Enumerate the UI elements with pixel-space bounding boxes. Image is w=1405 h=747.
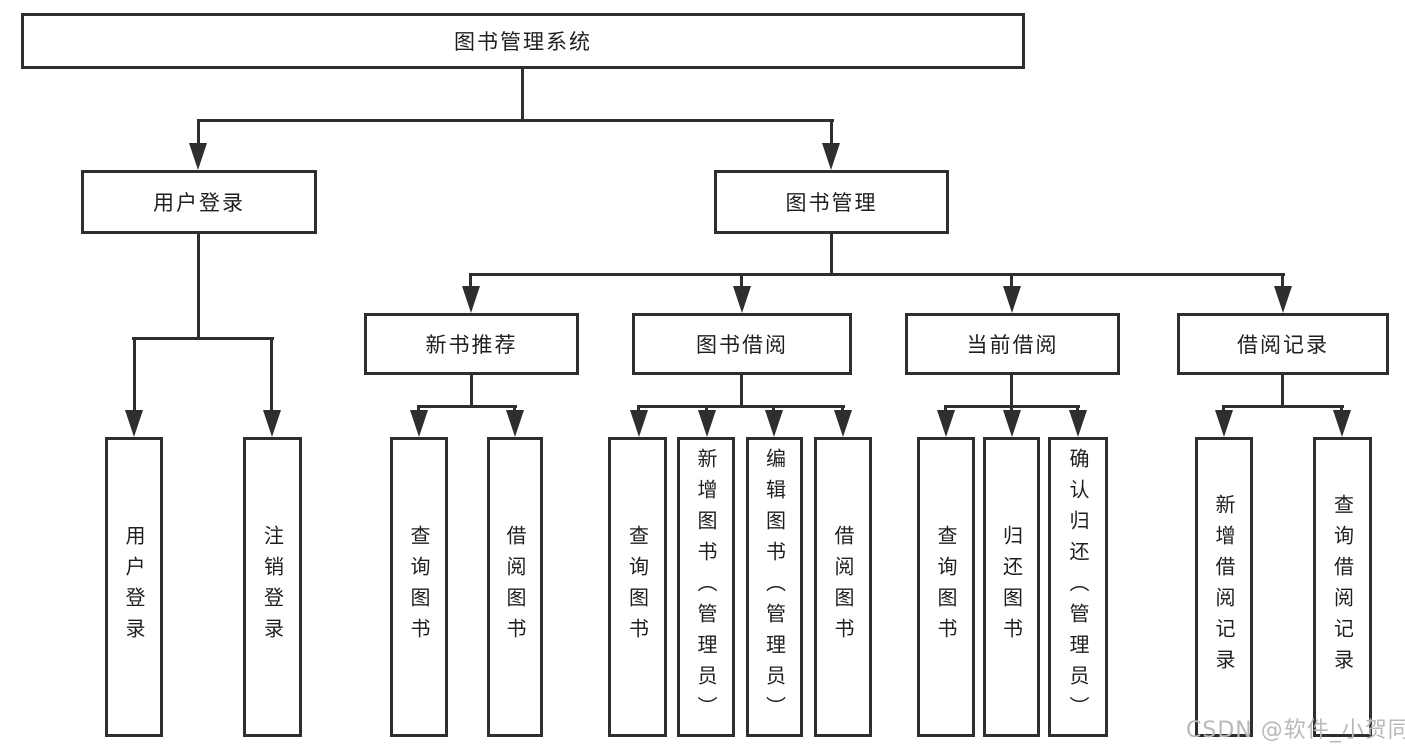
arrow-down-icon bbox=[125, 410, 143, 437]
node-query-books-1: 查询图书 bbox=[390, 437, 448, 737]
arrow-down-icon bbox=[1333, 410, 1351, 437]
node-current-borrow-label: 当前借阅 bbox=[966, 333, 1059, 357]
arrow-down-icon bbox=[410, 410, 428, 437]
connector-leaf-drop bbox=[1222, 405, 1225, 412]
arrow-down-icon bbox=[834, 410, 852, 437]
connector-leaf-drop bbox=[1010, 405, 1013, 412]
connector-book-borrow-drop bbox=[740, 273, 743, 289]
connector-leaf-drop bbox=[513, 405, 516, 412]
connector-book-mgmt-drop bbox=[830, 119, 833, 146]
node-add-borrow-record-label: 新增借阅记录 bbox=[1212, 494, 1236, 680]
arrow-down-icon bbox=[1274, 286, 1292, 313]
connector-leaf-drop bbox=[944, 405, 947, 412]
node-query-books-3: 查询图书 bbox=[917, 437, 975, 737]
node-library-system-label: 图书管理系统 bbox=[454, 30, 592, 54]
connector-new-book-drop bbox=[469, 273, 472, 289]
node-user-login-leaf: 用户登录 bbox=[105, 437, 163, 737]
node-add-borrow-record: 新增借阅记录 bbox=[1195, 437, 1253, 737]
connector-borrow-records-drop bbox=[1281, 273, 1284, 289]
connector-leaf-drop bbox=[841, 405, 844, 412]
node-edit-books-admin: 编辑图书（管理员） bbox=[746, 437, 803, 737]
connector-leaf-drop bbox=[772, 405, 775, 412]
connector-user-login-rail bbox=[132, 337, 274, 340]
arrow-down-icon bbox=[733, 286, 751, 313]
connector-borrow-records-rail bbox=[1222, 405, 1344, 408]
node-confirm-return-admin: 确认归还（管理员） bbox=[1048, 437, 1108, 737]
connector-root-stem bbox=[521, 69, 524, 119]
node-book-borrow: 图书借阅 bbox=[632, 313, 852, 375]
connector-leaf-drop bbox=[705, 405, 708, 412]
connector-leaf-drop bbox=[637, 405, 640, 412]
connector-level3-rail bbox=[470, 273, 1285, 276]
connector-current-borrow-drop bbox=[1010, 273, 1013, 289]
connector-leaf-drop bbox=[1340, 405, 1343, 412]
node-book-management: 图书管理 bbox=[714, 170, 949, 234]
arrow-down-icon bbox=[1003, 410, 1021, 437]
watermark-text: CSDN @软件_小贺同学 bbox=[1186, 718, 1405, 743]
node-logout-login: 注销登录 bbox=[243, 437, 302, 737]
arrow-down-icon bbox=[822, 143, 840, 170]
arrow-down-icon bbox=[1003, 286, 1021, 313]
arrow-down-icon bbox=[462, 286, 480, 313]
node-user-login-leaf-label: 用户登录 bbox=[122, 525, 146, 649]
node-edit-books-admin-label: 编辑图书（管理员） bbox=[762, 447, 787, 727]
node-query-borrow-record: 查询借阅记录 bbox=[1313, 437, 1372, 737]
node-new-book-recommend: 新书推荐 bbox=[364, 313, 579, 375]
node-current-borrow: 当前借阅 bbox=[905, 313, 1120, 375]
node-user-login-label: 用户登录 bbox=[153, 191, 245, 215]
connector-new-book-rail bbox=[417, 405, 517, 408]
node-borrow-books-2: 借阅图书 bbox=[814, 437, 872, 737]
connector-leaf-drop bbox=[417, 405, 420, 412]
arrow-down-icon bbox=[263, 410, 281, 437]
connector-book-mgmt-stem bbox=[830, 234, 833, 273]
connector-new-book-stem bbox=[470, 375, 473, 405]
node-query-books-2-label: 查询图书 bbox=[625, 525, 650, 649]
arrow-down-icon bbox=[506, 410, 524, 437]
connector-book-borrow-stem bbox=[740, 375, 743, 405]
connector-borrow-records-stem bbox=[1281, 375, 1284, 405]
node-borrow-records-label: 借阅记录 bbox=[1237, 333, 1329, 357]
connector-current-borrow-stem bbox=[1010, 375, 1013, 405]
node-logout-login-label: 注销登录 bbox=[260, 525, 285, 649]
arrow-down-icon bbox=[698, 410, 716, 437]
arrow-down-icon bbox=[765, 410, 783, 437]
connector-user-login-stem bbox=[197, 234, 200, 337]
arrow-down-icon bbox=[630, 410, 648, 437]
connector-book-borrow-rail bbox=[637, 405, 845, 408]
node-return-books: 归还图书 bbox=[983, 437, 1040, 737]
node-borrow-books-1-label: 借阅图书 bbox=[503, 525, 527, 649]
node-user-login: 用户登录 bbox=[81, 170, 317, 234]
node-new-book-recommend-label: 新书推荐 bbox=[425, 333, 518, 357]
arrow-down-icon bbox=[937, 410, 955, 437]
connector-user-login-leaf-drop bbox=[133, 337, 136, 413]
node-confirm-return-admin-label: 确认归还（管理员） bbox=[1066, 447, 1090, 727]
arrow-down-icon bbox=[1215, 410, 1233, 437]
connector-user-login-drop bbox=[197, 119, 200, 146]
connector-leaf-drop bbox=[1076, 405, 1079, 412]
node-query-borrow-record-label: 查询借阅记录 bbox=[1330, 494, 1355, 680]
node-borrow-books-1: 借阅图书 bbox=[487, 437, 543, 737]
node-library-system: 图书管理系统 bbox=[21, 13, 1025, 69]
node-query-books-3-label: 查询图书 bbox=[934, 525, 958, 649]
node-borrow-records: 借阅记录 bbox=[1177, 313, 1389, 375]
node-book-management-label: 图书管理 bbox=[785, 191, 878, 215]
arrow-down-icon bbox=[1069, 410, 1087, 437]
node-borrow-books-2-label: 借阅图书 bbox=[831, 525, 855, 649]
node-add-books-admin-label: 新增图书（管理员） bbox=[694, 447, 718, 727]
arrow-down-icon bbox=[189, 143, 207, 170]
connector-level2-rail bbox=[197, 119, 834, 122]
node-book-borrow-label: 图书借阅 bbox=[696, 333, 788, 357]
connector-logout-drop bbox=[270, 337, 273, 413]
node-add-books-admin: 新增图书（管理员） bbox=[677, 437, 735, 737]
node-query-books-1-label: 查询图书 bbox=[407, 525, 431, 649]
node-query-books-2: 查询图书 bbox=[608, 437, 667, 737]
node-return-books-label: 归还图书 bbox=[999, 525, 1024, 649]
